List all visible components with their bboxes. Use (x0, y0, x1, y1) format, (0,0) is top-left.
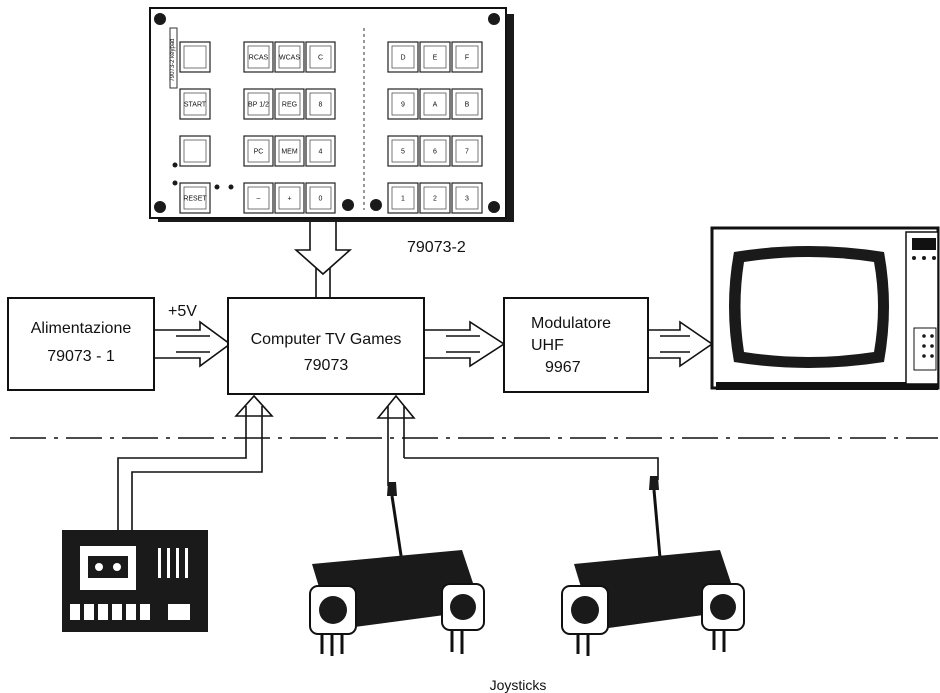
tv-set-icon (712, 228, 938, 390)
arrow-computer-modulator (424, 322, 504, 366)
joystick-icon (310, 482, 484, 656)
keypad-key-label: 1 (401, 196, 405, 203)
modulator-band: UHF (531, 337, 564, 354)
keypad-key-label: 8 (319, 102, 323, 109)
keypad-key-label: 7 (465, 149, 469, 156)
keypad-key-label: MEM (281, 149, 298, 156)
keypad-key-label: – (257, 196, 261, 203)
keypad-key-label: 5 (401, 149, 405, 156)
keypad-key-label: D (400, 55, 405, 62)
keypad-key-label: 6 (433, 149, 437, 156)
keypad-key-label: REG (282, 102, 297, 109)
modulator-box: Modulatore UHF 9967 (504, 298, 648, 392)
power-supply-box: Alimentazione 79073 - 1 (8, 298, 154, 390)
keypad-key-label: F (465, 55, 469, 62)
joystick-icon (562, 476, 744, 656)
keypad-key-label: C (318, 55, 323, 62)
computer-code: 79073 (304, 357, 349, 374)
keypad-key-label: 0 (319, 196, 323, 203)
keypad-key-label: PC (254, 149, 264, 156)
joysticks-label: Joysticks (490, 677, 547, 693)
keypad-key-label: E (433, 55, 438, 62)
bus-keypad-computer (296, 222, 350, 298)
modulator-code: 9967 (545, 359, 581, 376)
keypad-key-label: B (465, 102, 470, 109)
power-supply-code: 79073 - 1 (47, 348, 115, 365)
voltage-label: +5V (168, 303, 197, 320)
power-supply-title: Alimentazione (31, 320, 132, 337)
keypad-key-label: BP 1/2 (248, 102, 269, 109)
cassette-recorder-icon (62, 530, 208, 632)
modulator-title: Modulatore (531, 315, 611, 332)
keypad-label: 79073-2 (407, 239, 466, 256)
keypad-key-label: A (433, 102, 438, 109)
keypad-key-label: WCAS (279, 55, 300, 62)
keypad-key-label: 3 (465, 196, 469, 203)
arrow-power-computer (154, 322, 230, 366)
keypad-side-label: 79073-2 keypad (170, 38, 176, 81)
computer-box: Computer TV Games 79073 (228, 298, 424, 394)
keypad-key-label: 9 (401, 102, 405, 109)
wire-joysticks-computer (378, 396, 658, 486)
arrow-modulator-tv (648, 322, 712, 366)
keypad-key-label: + (287, 196, 291, 203)
keypad-key (180, 136, 210, 166)
keypad-key-label: 4 (319, 149, 323, 156)
keypad-board: 79073-2 keypad START RESET RCAS WCAS C BP 1/… (150, 8, 514, 222)
keypad-key-label: 2 (433, 196, 437, 203)
wire-cassette-computer (118, 396, 272, 530)
keypad-key-label: RESET (183, 196, 207, 203)
keypad-key (180, 42, 210, 72)
keypad-key-label: START (184, 102, 207, 109)
computer-title: Computer TV Games (251, 331, 402, 348)
keypad-key-label: RCAS (249, 55, 269, 62)
